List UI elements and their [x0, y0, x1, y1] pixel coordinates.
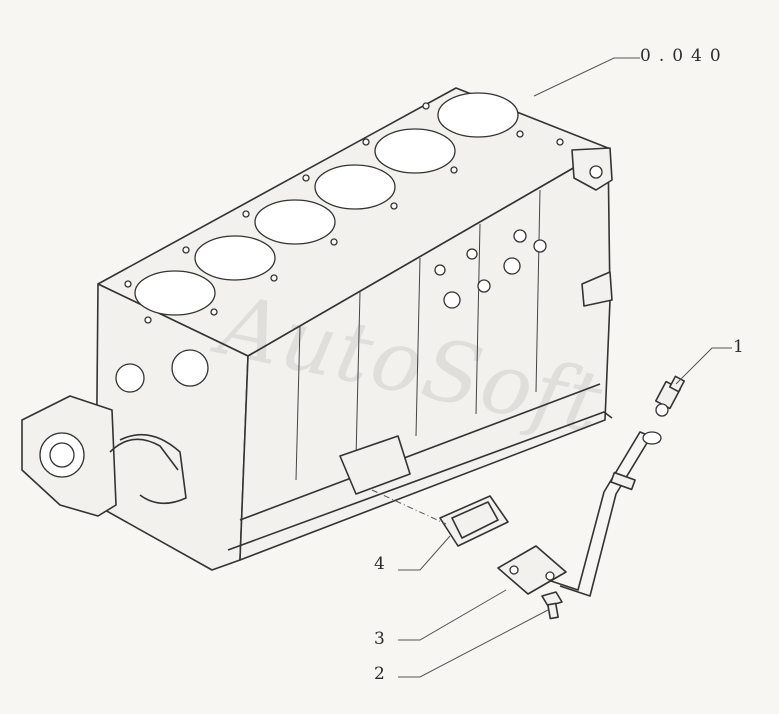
callout-1-label: 1: [733, 337, 744, 357]
engine-block-icon: [21, 87, 613, 571]
head-bolt-holes: [124, 102, 564, 324]
oil-pressure-sensor-icon: [654, 375, 686, 417]
callout-2-label: 2: [374, 664, 385, 684]
bolt-icon: [541, 591, 563, 620]
callout-3-label: 3: [374, 629, 385, 649]
side-fittings: [434, 229, 547, 309]
oil-suction-pipe-icon: [497, 431, 662, 597]
callout-reference-label: 0.040: [640, 46, 729, 66]
leader-lines: [398, 57, 732, 678]
gasket-icon: [439, 495, 509, 547]
cylinder-bores: [134, 92, 519, 316]
callout-4-label: 4: [374, 554, 385, 574]
